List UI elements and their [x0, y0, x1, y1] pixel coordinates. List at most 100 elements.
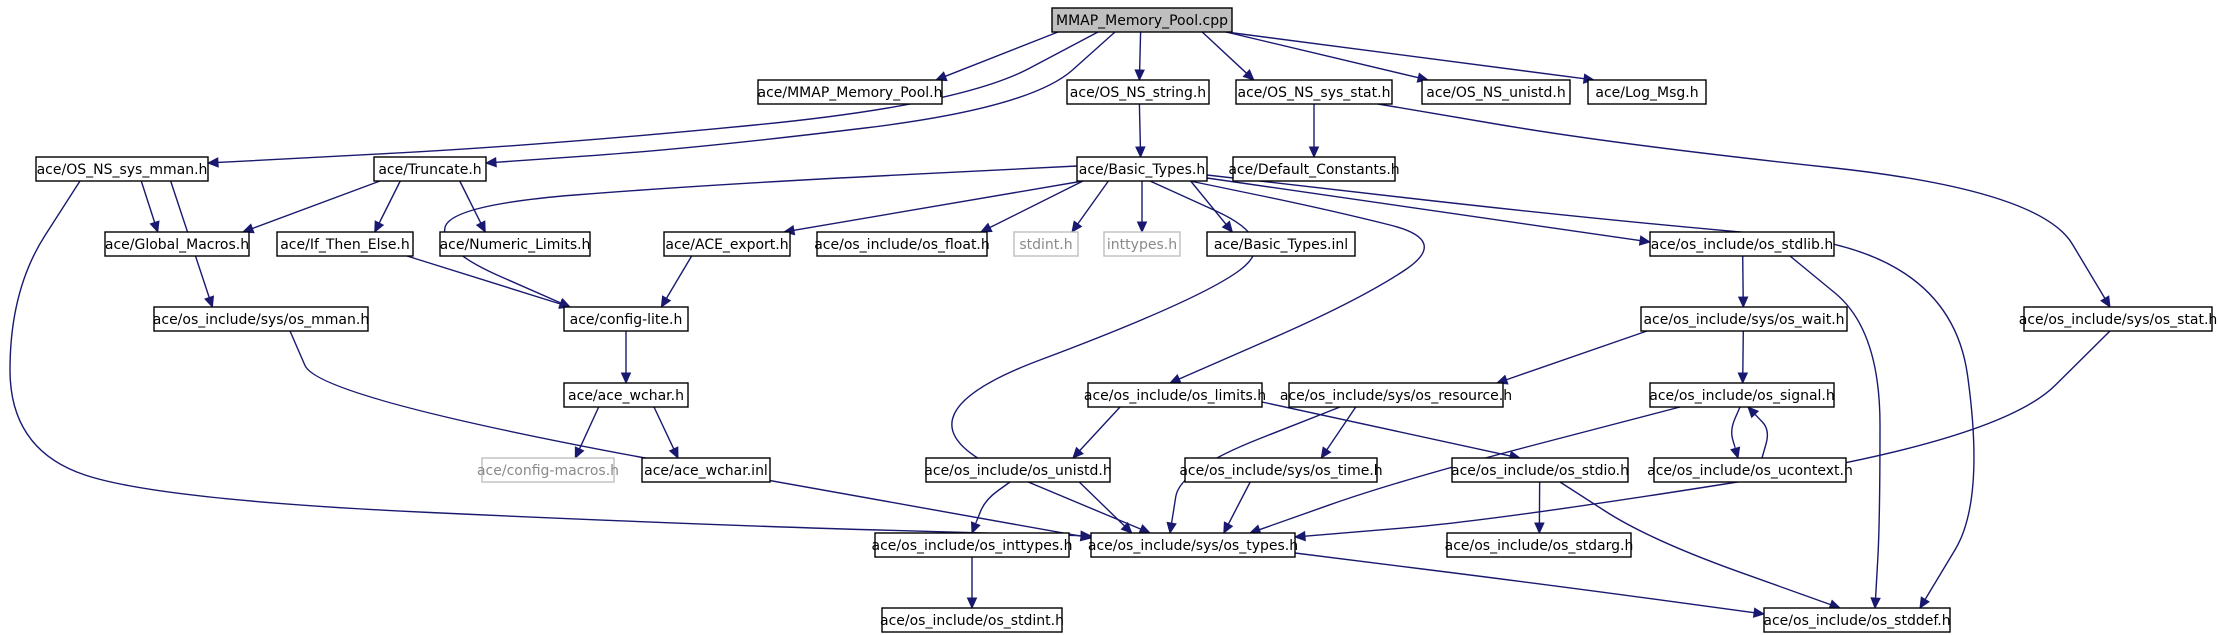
edge-os_unistd-to-os_inttypes [970, 481, 1011, 535]
node-label: MMAP_Memory_Pool.cpp [1056, 13, 1228, 29]
node-os-float[interactable]: ace/os_include/os_float.h [814, 231, 990, 257]
edge-config_lite-to-ace_wchar [620, 331, 632, 385]
node-os-signal[interactable]: ace/os_include/os_signal.h [1649, 382, 1835, 408]
node-os-ns-string[interactable]: ace/OS_NS_string.h [1066, 79, 1210, 105]
edge-line [1754, 413, 1769, 459]
edge-mmap_cpp-to-os_ns_string [1134, 31, 1145, 82]
node-layer: MMAP_Memory_Pool.cpp ace/MMAP_Memory_Pool… [35, 7, 2218, 633]
node-basic-types-inl[interactable]: ace/Basic_Types.inl [1206, 231, 1356, 257]
node-label: ace/os_include/os_inttypes.h [872, 538, 1073, 554]
node-ace-export[interactable]: ace/ACE_export.h [663, 231, 791, 257]
node-os-limits[interactable]: ace/os_include/os_limits.h [1084, 382, 1266, 408]
node-box [757, 79, 943, 105]
node-os-stdio[interactable]: ace/os_include/os_stdio.h [1451, 457, 1629, 483]
edge-mmap_cpp-to-truncate [484, 31, 1116, 168]
edge-line [443, 165, 1078, 304]
node-os-ns-sys-mman[interactable]: ace/OS_NS_sys_mman.h [35, 156, 209, 182]
node-os-ucontext[interactable]: ace/os_include/os_ucontext.h [1647, 457, 1853, 483]
edge-line [289, 330, 1082, 537]
node-label: inttypes.h [1107, 237, 1177, 253]
node-label: ace/OS_NS_sys_stat.h [1238, 85, 1391, 101]
edge-sys_os_resource-to-sys_os_time [1320, 406, 1357, 460]
node-truncate[interactable]: ace/Truncate.h [373, 156, 487, 182]
edge-line [1259, 406, 1681, 531]
node-box [373, 156, 487, 182]
node-sys-os-types[interactable]: ace/os_include/sys/os_types.h [1088, 532, 1298, 558]
node-sys-os-resource[interactable]: ace/os_include/sys/os_resource.h [1280, 382, 1512, 408]
node-sys-os-mman[interactable]: ace/os_include/sys/os_mman.h [153, 306, 369, 332]
edge-os_limits-to-os_unistd [1072, 406, 1121, 459]
node-config-macros: ace/config-macros.h [477, 457, 619, 483]
edge-ace_export-to-config_lite [660, 255, 693, 309]
edge-line [406, 255, 561, 305]
edge-line [1326, 406, 1357, 451]
edge-line [1506, 330, 1648, 381]
edge-line [653, 406, 675, 450]
node-label: stdint.h [1019, 237, 1072, 253]
node-box [1090, 532, 1296, 558]
node-box [563, 306, 689, 332]
node-global-macros[interactable]: ace/Global_Macros.h [104, 231, 250, 257]
edge-basic_types-to-inttypes [1136, 181, 1148, 234]
arrowhead-icon [1135, 146, 1146, 159]
edge-line [793, 180, 1084, 232]
node-ace-wchar-inl[interactable]: ace/ace_wchar.inl [641, 457, 771, 483]
node-os-stdlib[interactable]: ace/os_include/os_stdlib.h [1649, 231, 1835, 257]
node-config-lite[interactable]: ace/config-lite.h [563, 306, 689, 332]
edge-line [975, 481, 1011, 525]
node-box [276, 231, 414, 257]
node-label: ace/os_include/os_stdarg.h [1445, 538, 1634, 554]
node-box [1076, 156, 1208, 182]
node-os-ns-sys-stat[interactable]: ace/OS_NS_sys_stat.h [1235, 79, 1393, 105]
node-os-inttypes[interactable]: ace/os_include/os_inttypes.h [872, 532, 1073, 558]
node-mmap-h[interactable]: ace/MMAP_Memory_Pool.h [757, 79, 943, 105]
node-box [1649, 382, 1835, 408]
node-os-stdint[interactable]: ace/os_include/os_stdint.h [880, 607, 1064, 633]
node-box [1446, 532, 1632, 558]
arrowhead-icon [668, 446, 679, 460]
arrowhead-icon [660, 295, 672, 309]
edge-basic_types-to-ace_export [782, 180, 1084, 236]
node-label: ace/Basic_Types.h [1079, 162, 1205, 178]
node-label: ace/os_include/os_stddef.h [1763, 613, 1950, 629]
node-os-ns-unistd[interactable]: ace/OS_NS_unistd.h [1421, 79, 1571, 105]
node-sys-os-stat[interactable]: ace/os_include/sys/os_stat.h [2019, 306, 2218, 332]
arrowhead-icon [1308, 146, 1320, 159]
arrowhead-icon [1120, 521, 1133, 534]
node-box [1206, 231, 1356, 257]
node-label: ace/os_include/sys/os_types.h [1088, 538, 1298, 554]
arrowhead-icon [1166, 521, 1177, 535]
node-log-msg[interactable]: ace/Log_Msg.h [1587, 79, 1707, 105]
edge-line [1178, 180, 1425, 380]
node-os-stdarg[interactable]: ace/os_include/os_stdarg.h [1445, 532, 1634, 558]
node-box [1451, 457, 1629, 483]
edge-line [9, 180, 1082, 537]
node-mmap-cpp: MMAP_Memory_Pool.cpp [1051, 7, 1233, 33]
node-if-then-else[interactable]: ace/If_Then_Else.h [276, 231, 414, 257]
arrowhead-icon [1638, 235, 1652, 246]
edge-line [578, 406, 600, 450]
node-sys-os-time[interactable]: ace/os_include/sys/os_time.h [1179, 457, 1383, 483]
arrowhead-icon [1730, 446, 1741, 460]
node-box [1288, 382, 1504, 408]
node-numeric-limits[interactable]: ace/Numeric_Limits.h [439, 231, 591, 257]
node-default-constants[interactable]: ace/Default_Constants.h [1228, 156, 1400, 182]
edge-line [1731, 406, 1741, 450]
node-basic-types[interactable]: ace/Basic_Types.h [1076, 156, 1208, 182]
edge-os_unistd-to-sys_os_types [1078, 481, 1133, 534]
node-os-unistd[interactable]: ace/os_include/os_unistd.h [924, 457, 1112, 483]
edge-truncate-to-numeric_limits [459, 180, 486, 234]
node-ace-wchar[interactable]: ace/ace_wchar.h [563, 382, 689, 408]
arrowhead-icon [374, 220, 385, 234]
node-sys-os-wait[interactable]: ace/os_include/sys/os_wait.h [1640, 306, 1848, 332]
node-label: ace/os_include/sys/os_resource.h [1280, 388, 1512, 404]
node-box [153, 306, 369, 332]
edge-basic_types-to-os_stdlib [1206, 177, 1652, 246]
node-os-stddef[interactable]: ace/os_include/os_stddef.h [1763, 607, 1951, 633]
node-box [1066, 79, 1210, 105]
edge-line [1077, 180, 1109, 225]
node-label: ace/os_include/sys/os_time.h [1179, 463, 1382, 479]
edge-line [1079, 406, 1121, 452]
node-label: ace/Log_Msg.h [1595, 85, 1698, 101]
